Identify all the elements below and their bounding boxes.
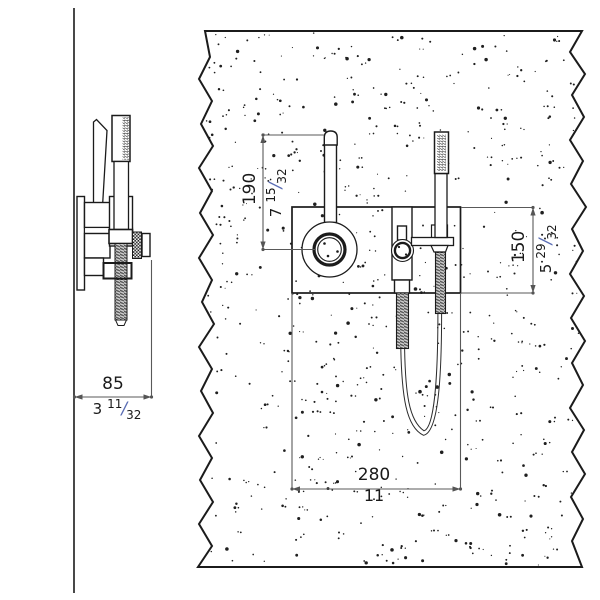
hose-loop-inner: [404, 313, 439, 432]
diverter-knob: [396, 225, 408, 241]
wall-plate-profile: [76, 195, 86, 291]
hand-shower-body: [434, 172, 448, 239]
lever-rod: [323, 143, 338, 224]
hose-thread-profile: [114, 243, 128, 321]
diverter-hub: [393, 241, 412, 260]
side-view: [73, 8, 151, 593]
shower-holder-bar: [410, 236, 455, 247]
handle-hub: [317, 237, 342, 262]
hose-connector: [430, 244, 449, 253]
front-view: [196, 30, 588, 568]
hand-shower-body-profile: [113, 160, 130, 231]
lever-cap: [323, 130, 338, 146]
dimension-arrows: [72, 133, 536, 492]
wall-stipple-texture: [205, 32, 584, 566]
outlet-cap-profile: [141, 232, 151, 258]
shower-hose-braid: [434, 251, 447, 315]
hose-loop: [400, 313, 443, 436]
hose-nut-profile: [102, 262, 133, 280]
outlet-housing-lower: [393, 279, 411, 294]
wall-panel-outline: [196, 30, 588, 568]
outlet-hose-braid: [395, 292, 410, 350]
dimension-lines: [74, 134, 534, 490]
lever-handle-profile: [92, 118, 108, 208]
outlet-knurl-profile: [132, 231, 142, 259]
